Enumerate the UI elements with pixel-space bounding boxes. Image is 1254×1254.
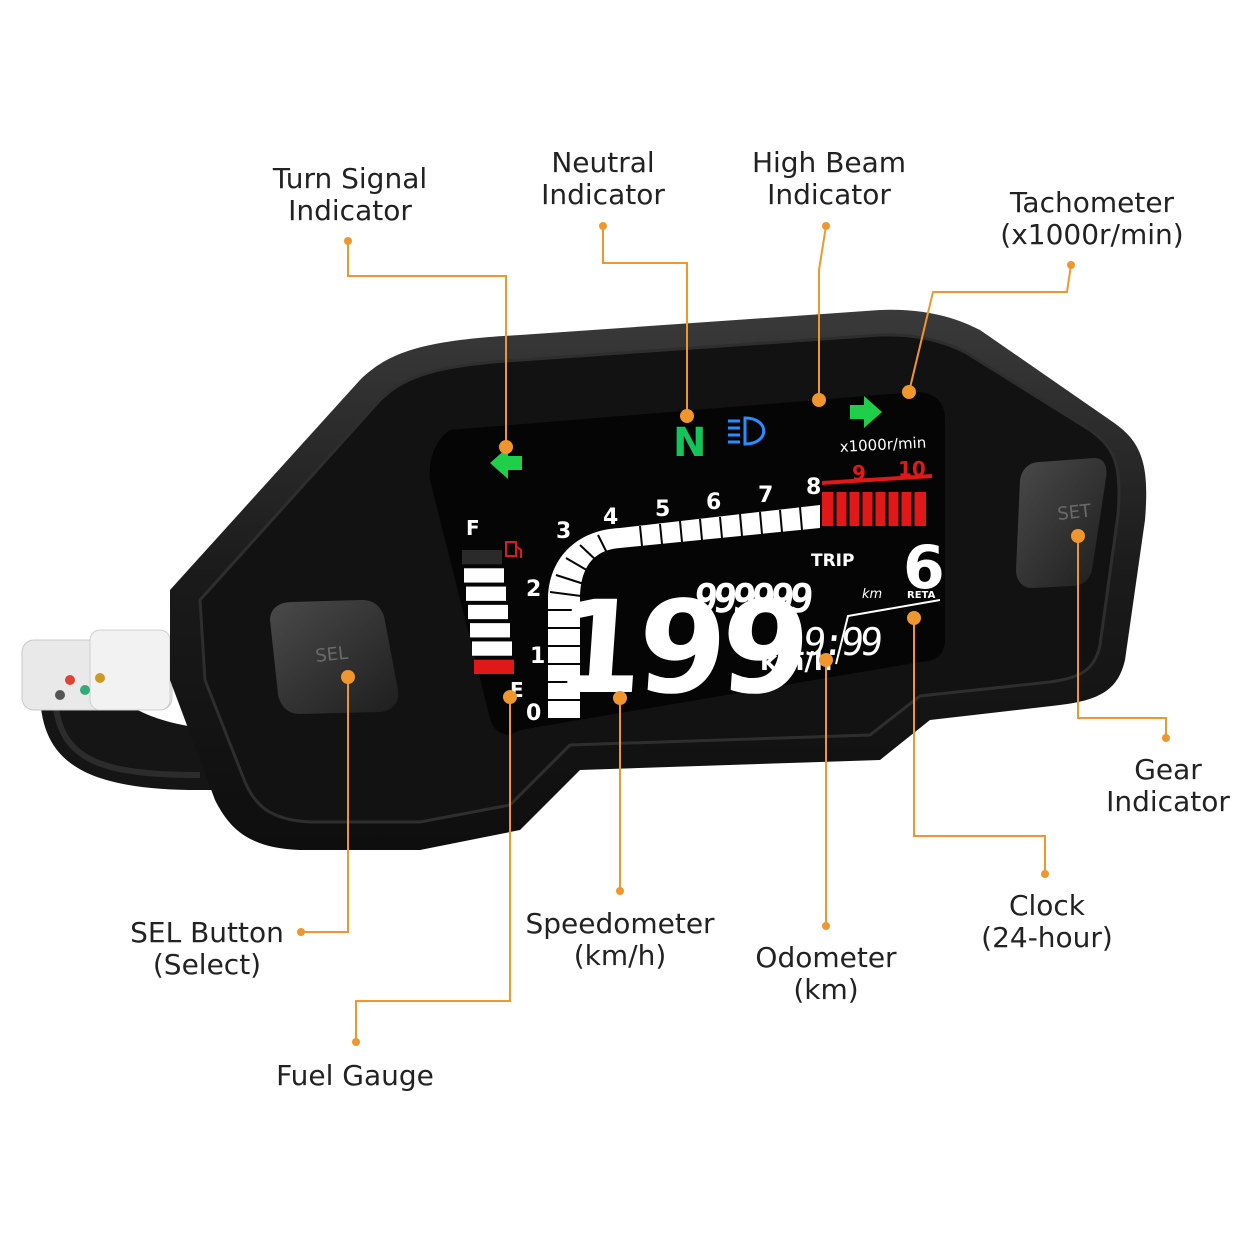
tach-redline-labels: 9 10	[852, 457, 926, 485]
callout-high-beam: High Beam Indicator	[714, 147, 944, 211]
fuel-bar-segment	[470, 623, 510, 638]
callout-turn-signal: Turn Signal Indicator	[250, 163, 450, 227]
fuel-pump-icon	[505, 541, 522, 558]
tach-tick-2: 2	[526, 577, 541, 602]
callout-tachometer: Tachometer (x1000r/min)	[982, 187, 1202, 251]
tach-tick-8: 8	[806, 475, 821, 500]
turn-signal-left-icon	[490, 447, 522, 479]
callout-line: Indicator	[1106, 785, 1230, 818]
callout-line: Odometer	[755, 941, 897, 974]
tach-unit-label: x1000r/min	[839, 433, 926, 456]
callout-line: Fuel Gauge	[276, 1059, 434, 1092]
tach-tick-6: 6	[706, 490, 721, 515]
high-beam-icon	[728, 416, 766, 446]
gear-sub-label: RETA	[907, 590, 936, 601]
tachometer-bar	[548, 474, 933, 718]
callout-line: (24-hour)	[981, 921, 1113, 954]
trip-label: TRIP	[811, 551, 854, 571]
callout-odometer: Odometer (km)	[726, 942, 926, 1006]
fuel-bar-segment	[474, 659, 514, 674]
tach-tick-7: 7	[758, 483, 773, 508]
tach-redline	[821, 474, 933, 526]
callout-line: High Beam	[751, 146, 907, 179]
callout-line: (km/h)	[573, 939, 667, 972]
fuel-bar-segment	[466, 586, 506, 601]
odometer-readout: 999999	[692, 576, 814, 622]
speed-readout: 199	[549, 574, 809, 723]
callout-line: (x1000r/min)	[1000, 218, 1184, 251]
tach-tick-5: 5	[655, 497, 670, 522]
callout-line: Indicator	[541, 178, 665, 211]
callout-line: (km)	[793, 973, 859, 1006]
tach-tick-10: 10	[898, 457, 926, 481]
fuel-bar-segment	[472, 641, 512, 656]
callout-line: Indicator	[767, 178, 891, 211]
clock-frame	[835, 599, 941, 665]
fuel-bar-segment	[462, 550, 502, 565]
fuel-bar-segment	[464, 568, 504, 583]
callout-fuel-gauge: Fuel Gauge	[255, 1060, 455, 1092]
callout-line: Indicator	[288, 194, 412, 227]
callout-neutral: Neutral Indicator	[503, 147, 703, 211]
clock-readout: 19:99	[782, 620, 883, 664]
sel-button-label: SEL	[314, 643, 349, 667]
sel-button[interactable]: SEL	[270, 600, 399, 714]
turn-signal-right-icon	[850, 396, 882, 428]
odometer-unit: km	[862, 587, 882, 602]
neutral-indicator: N	[673, 420, 706, 466]
fuel-full-label: F	[466, 516, 480, 540]
callout-line: SEL Button	[130, 916, 284, 949]
tach-tick-labels: 0 1 2 3 4 5 6 7 8	[526, 475, 821, 726]
callout-sel-button: SEL Button (Select)	[107, 917, 307, 981]
tach-tick-1: 1	[530, 644, 545, 669]
callout-clock: Clock (24-hour)	[957, 890, 1137, 954]
callout-line: (Select)	[152, 948, 262, 981]
fuel-bar-segment	[468, 604, 508, 620]
callout-line: Neutral	[551, 146, 655, 179]
callout-line: Speedometer	[525, 907, 715, 940]
leader-lines	[301, 225, 1167, 1042]
leader-dots	[297, 222, 1170, 1046]
tach-tick-9: 9	[852, 461, 866, 485]
callout-gear: Gear Indicator	[1078, 754, 1254, 818]
tach-tick-0: 0	[526, 701, 541, 726]
callout-line: Turn Signal	[272, 162, 428, 195]
set-button[interactable]: SET	[1016, 458, 1107, 588]
callout-line: Clock	[1008, 889, 1086, 922]
callout-speedometer: Speedometer (km/h)	[510, 908, 730, 972]
set-button-label: SET	[1056, 500, 1093, 525]
tach-tick-3: 3	[556, 519, 571, 544]
tach-tick-4: 4	[603, 505, 618, 530]
gear-readout: 6	[903, 533, 945, 603]
callout-line: Gear	[1134, 753, 1202, 786]
callout-line: Tachometer	[1009, 186, 1175, 219]
